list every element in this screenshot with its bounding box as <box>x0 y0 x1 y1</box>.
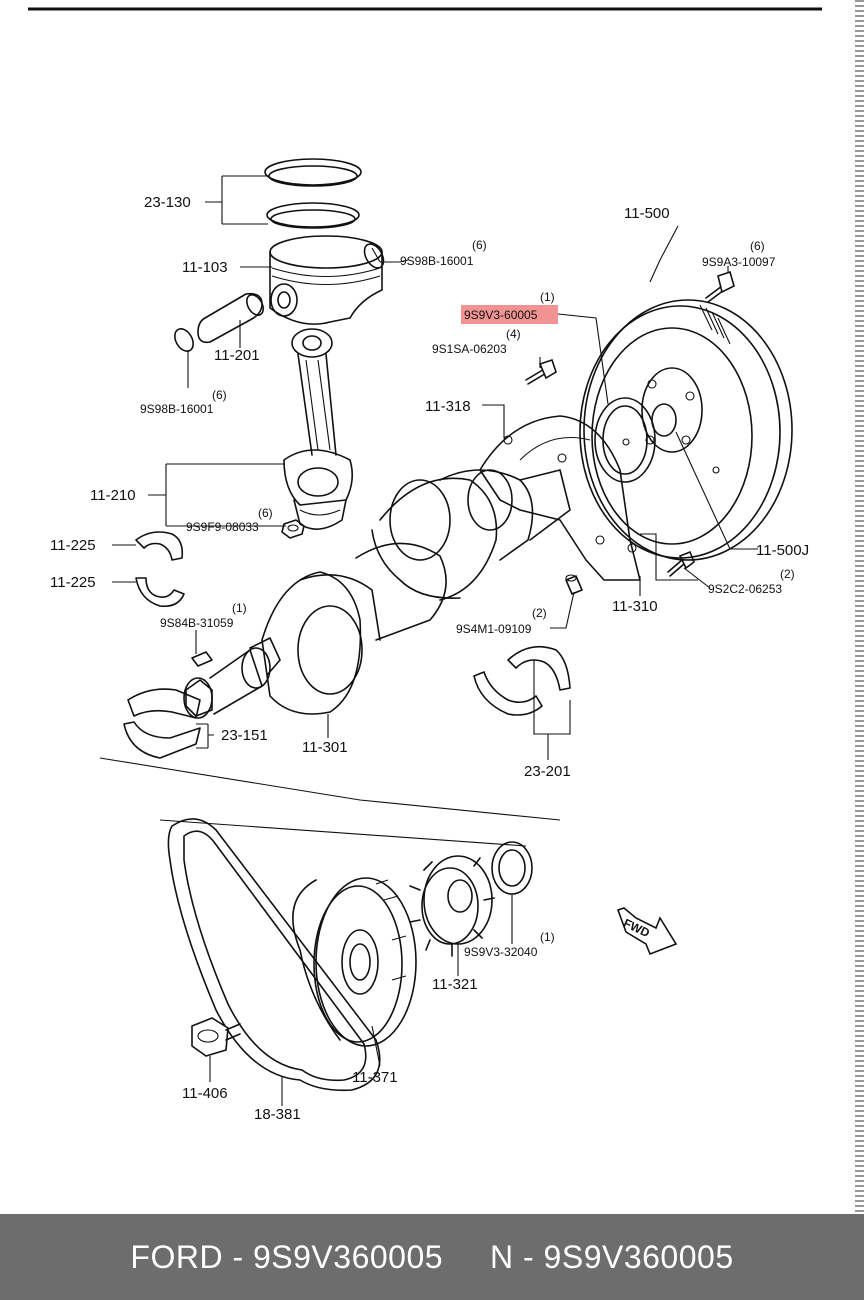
label-11-301: 11-301 <box>302 739 348 756</box>
scan-edge-strip <box>855 0 864 1214</box>
rod-nut <box>281 519 305 539</box>
pulley-bolt <box>191 1017 241 1057</box>
label-9s2c2-qty: (2) <box>780 567 795 581</box>
exploded-parts-diagram: FWD 23-130 11-103 (6) 9S98B- <box>28 7 822 1123</box>
snap-ring-lower <box>174 328 194 352</box>
part-number-caption: FORD - 9S9V360005 N - 9S9V360005 <box>130 1238 734 1275</box>
label-9s98b-upper-qty: (6) <box>472 238 487 252</box>
label-11-210: 11-210 <box>90 487 136 504</box>
label-9s1sa-qty: (4) <box>506 327 521 341</box>
crank-pulley <box>292 877 417 1047</box>
front-oil-seal <box>491 841 533 895</box>
flywheel-bolt <box>705 270 735 303</box>
label-23-151: 23-151 <box>221 727 268 744</box>
main-bearing-lower <box>123 721 201 759</box>
label-11-500j: 11-500J <box>756 542 809 559</box>
part-highlight <box>461 305 558 324</box>
label-23-130: 23-130 <box>144 194 191 211</box>
connecting-rod <box>283 328 354 530</box>
crankshaft <box>183 469 571 719</box>
con-rod-bearing-lower <box>135 577 185 608</box>
snap-ring-upper <box>363 243 385 269</box>
piston-pin <box>197 292 264 344</box>
label-11-318: 11-318 <box>425 398 471 415</box>
rear-oil-seal <box>594 397 656 483</box>
crank-timing-gear <box>409 855 495 957</box>
label-9s9v3-60005: 9S9V3-60005 <box>464 308 538 322</box>
rear-seal-housing <box>479 415 641 581</box>
label-9s9v3-32040-qty: (1) <box>540 930 555 944</box>
label-11-371: 11-371 <box>352 1069 398 1086</box>
label-11-225-upper: 11-225 <box>50 537 96 554</box>
con-rod-bearing-upper <box>135 531 184 561</box>
leader-lines <box>112 175 758 1106</box>
upper-group-line <box>99 757 561 821</box>
label-9s9f9: 9S9F9-08033 <box>186 520 259 534</box>
label-11-406: 11-406 <box>182 1085 228 1102</box>
label-9s1sa: 9S1SA-06203 <box>432 342 507 356</box>
flywheel <box>579 299 793 561</box>
crank-key <box>191 651 213 667</box>
label-9s84b-qty: (1) <box>232 601 247 615</box>
main-bearing-upper <box>127 688 201 719</box>
seal-housing-bolt <box>525 358 557 385</box>
label-9s98b-lower-qty: (6) <box>212 388 227 402</box>
thrust-bearing-upper <box>507 645 571 691</box>
footer-bar: FORD - 9S9V360005 N - 9S9V360005 <box>0 1214 864 1300</box>
label-9s9a3-qty: (6) <box>750 239 765 253</box>
label-9s4m1-qty: (2) <box>532 606 547 620</box>
thrust-bearing-lower <box>473 671 543 716</box>
dowel-pin <box>565 574 583 595</box>
label-11-225-lower: 11-225 <box>50 574 96 591</box>
label-9s4m1: 9S4M1-09109 <box>456 622 532 636</box>
piston-rings <box>264 158 362 229</box>
label-9s9a3: 9S9A3-10097 <box>702 255 776 269</box>
label-9s2c2: 9S2C2-06253 <box>708 582 782 596</box>
label-11-500: 11-500 <box>624 205 670 222</box>
label-18-381: 18-381 <box>254 1106 301 1123</box>
lower-group-line <box>159 819 527 847</box>
label-11-103: 11-103 <box>182 259 228 276</box>
label-9s84b: 9S84B-31059 <box>160 616 234 630</box>
label-9s98b-lower: 9S98B-16001 <box>140 402 214 416</box>
label-9s98b-upper: 9S98B-16001 <box>400 254 474 268</box>
label-9s9v3-60005-qty: (1) <box>540 290 555 304</box>
label-9s9v3-32040: 9S9V3-32040 <box>464 945 538 959</box>
piston <box>269 235 383 325</box>
label-23-201: 23-201 <box>524 763 571 780</box>
label-11-310: 11-310 <box>612 598 658 615</box>
label-11-201: 11-201 <box>214 347 260 364</box>
forward-arrow: FWD <box>616 907 678 956</box>
label-9s9f9-qty: (6) <box>258 506 273 520</box>
label-11-321: 11-321 <box>432 976 478 993</box>
